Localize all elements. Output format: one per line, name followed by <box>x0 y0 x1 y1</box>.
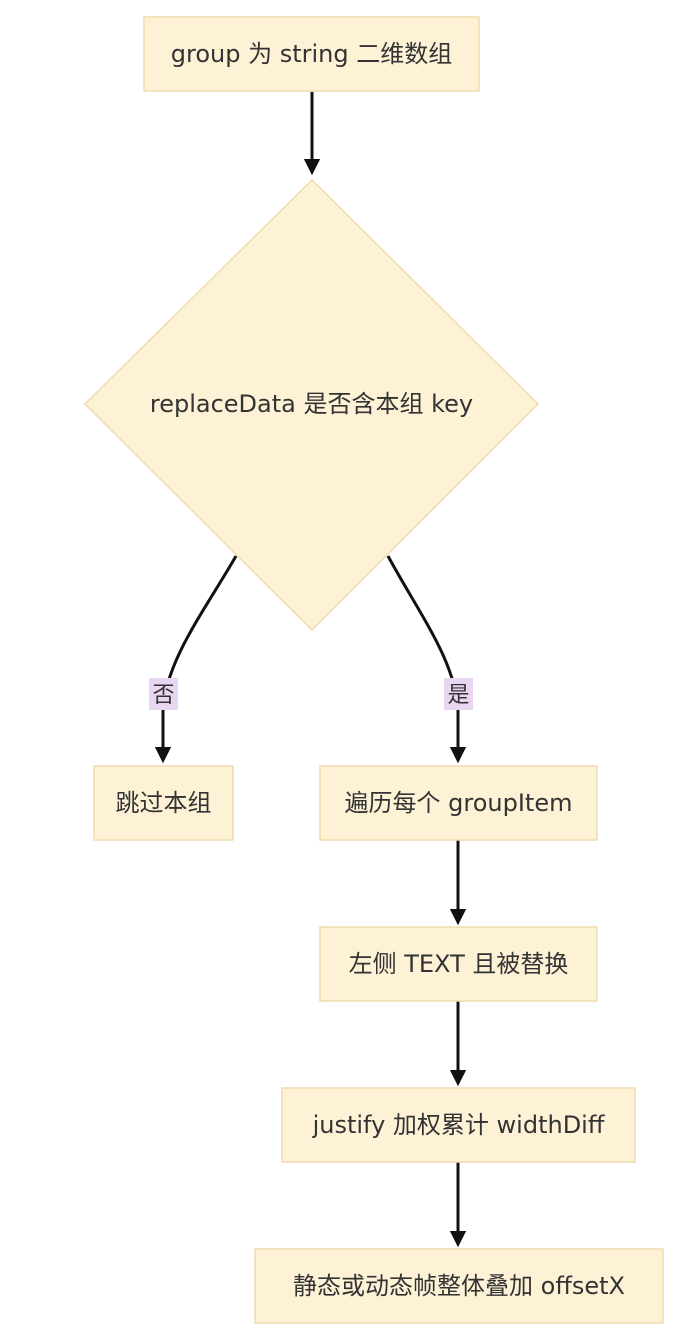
node-skip-label: 跳过本组 <box>116 789 212 817</box>
node-left-text: 左侧 TEXT 且被替换 <box>319 926 598 1002</box>
node-decision: replaceData 是否含本组 key <box>83 178 540 632</box>
edge-label-no-text: 否 <box>152 683 174 708</box>
node-start: group 为 string 二维数组 <box>143 16 480 92</box>
node-start-label: group 为 string 二维数组 <box>171 40 452 68</box>
edge-decision-to-iterate <box>386 555 467 764</box>
node-iterate-label: 遍历每个 groupItem <box>345 789 573 817</box>
node-justify-label: justify 加权累计 widthDiff <box>312 1111 605 1139</box>
node-decision-label: replaceData 是否含本组 key <box>150 390 473 418</box>
node-skip: 跳过本组 <box>93 765 234 841</box>
node-left-text-label: 左侧 TEXT 且被替换 <box>349 950 569 978</box>
node-iterate: 遍历每个 groupItem <box>319 765 598 841</box>
node-offset-label: 静态或动态帧整体叠加 offsetX <box>293 1272 625 1300</box>
edge-label-yes-text: 是 <box>447 683 469 708</box>
node-offset: 静态或动态帧整体叠加 offsetX <box>254 1248 664 1324</box>
node-justify: justify 加权累计 widthDiff <box>281 1087 636 1163</box>
edge-label-yes: 是 <box>444 678 473 710</box>
edge-decision-to-skip <box>154 555 238 764</box>
edge-label-no: 否 <box>149 678 178 710</box>
